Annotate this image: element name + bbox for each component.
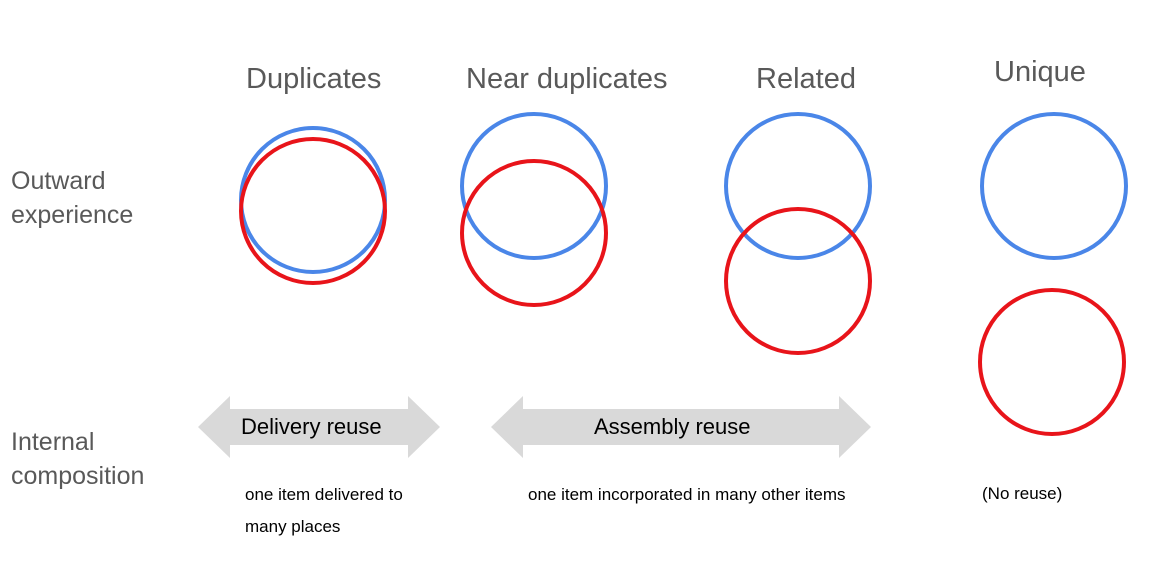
row-label-outward-line1: Outward <box>11 167 106 195</box>
row-label-outward-experience: Outward experience <box>11 164 133 232</box>
duplicates-blue-circle <box>239 126 387 274</box>
unique-red-circle <box>978 288 1126 436</box>
row-label-internal-line2: composition <box>11 462 145 490</box>
column-title-near-duplicates: Near duplicates <box>466 63 668 95</box>
assembly-reuse-label: Assembly reuse <box>594 414 751 439</box>
column-title-duplicates: Duplicates <box>246 63 382 95</box>
unique-note: (No reuse) <box>982 484 1063 503</box>
row-label-internal-line1: Internal <box>11 428 95 456</box>
near-duplicates-red-circle <box>460 159 608 307</box>
row-label-outward-line2: experience <box>11 201 134 229</box>
delivery-note-line1: one item delivered to <box>245 485 403 504</box>
column-title-unique: Unique <box>994 56 1086 88</box>
near-duplicates-blue-circle <box>460 112 608 260</box>
related-red-circle <box>724 207 872 355</box>
assembly-reuse-arrow <box>491 396 871 458</box>
delivery-reuse-label: Delivery reuse <box>241 414 382 439</box>
unique-blue-circle <box>980 112 1128 260</box>
delivery-reuse-arrow <box>198 396 440 458</box>
duplicates-red-circle <box>239 137 387 285</box>
row-label-internal-composition: Internal composition <box>11 425 144 493</box>
assembly-reuse-note: one item incorporated in many other item… <box>528 485 846 504</box>
related-blue-circle <box>724 112 872 260</box>
delivery-note-line2: many places <box>245 517 341 536</box>
delivery-reuse-note: one item delivered to many places <box>245 479 403 543</box>
column-title-related: Related <box>756 63 856 95</box>
